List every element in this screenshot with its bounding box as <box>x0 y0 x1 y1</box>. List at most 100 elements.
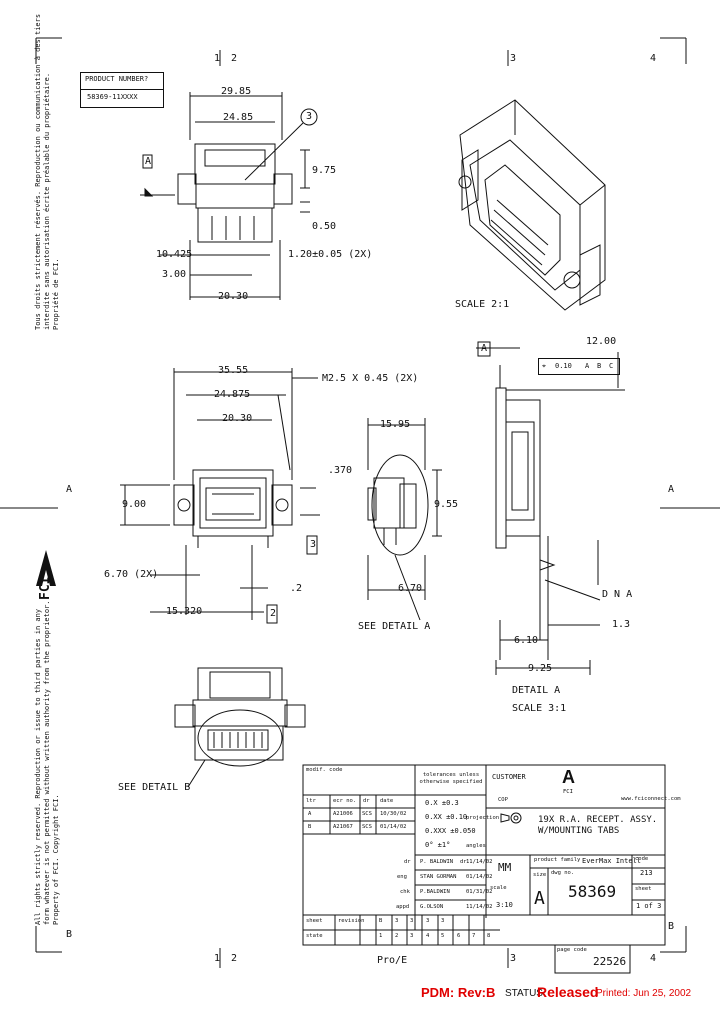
tb-state-8: 8 <box>487 933 491 939</box>
zone-top-2: 2 <box>231 53 238 64</box>
tb-code: 213 <box>640 869 653 877</box>
tb-state-7: 7 <box>472 933 476 939</box>
rev-row-b-dr: SCS <box>362 824 372 830</box>
signoff-role-dr-left: dr <box>404 859 411 865</box>
product-number-value: 58369-11XXXX <box>87 93 138 101</box>
dim-35-55: 35.55 <box>218 365 249 376</box>
fci-logo-icon <box>36 550 56 586</box>
tb-rev-row-1: B <box>379 918 383 924</box>
tb-sheet-label: sheet <box>635 886 652 892</box>
signoff-date-eng: 01/14/02 <box>466 874 493 880</box>
tb-customer-sub: COP <box>498 797 508 803</box>
zone-left-a: A <box>66 484 73 495</box>
status-value: Released <box>537 984 599 1000</box>
tb-sheet-row-label: sheet <box>306 918 323 924</box>
datum-a-top: A <box>145 156 152 167</box>
tb-product-family-label: product family <box>534 857 581 863</box>
tb-dwg-no: 58369 <box>568 882 617 901</box>
product-number-label: PRODUCT NUMBER? <box>85 75 149 83</box>
tb-hdr-ltr: ltr <box>306 798 316 804</box>
balloon-2: 2 <box>270 608 277 619</box>
dim-15-95: 15.95 <box>380 419 411 430</box>
tb-size: A <box>534 888 545 909</box>
dim-24-85: 24.85 <box>223 112 254 123</box>
dim-10-425: 10.425 <box>156 249 193 260</box>
tb-unit: MM <box>498 861 512 874</box>
signoff-name-chk: P.BALDWIN <box>420 889 450 895</box>
brand-logo-letter: A <box>562 767 575 787</box>
tb-product-family: EverMax Intell <box>582 857 642 865</box>
tol-2-place: 0.XX ±0.10 <box>425 813 468 821</box>
dim-9-55: 9.55 <box>434 499 459 510</box>
feature-control-frame: ⌖ 0.10 A B C <box>538 358 620 375</box>
tol-3-place: 0.XXX ±0.050 <box>425 827 476 835</box>
datum-a-detail: A <box>481 343 488 354</box>
rev-row-a-dr: SCS <box>362 811 372 817</box>
printed-date: Printed: Jun 25, 2002 <box>596 988 692 999</box>
dim-9-00: 9.00 <box>122 499 147 510</box>
zone-left-b: B <box>66 929 73 940</box>
dim-9-75: 9.75 <box>312 165 337 176</box>
tb-rev-row-2: 3 <box>395 918 399 924</box>
detail-a-title: DETAIL A <box>512 685 561 696</box>
tb-customer-label: CUSTOMER <box>492 773 526 781</box>
side-note-en-3: Property of FCI. Copyright FCI. <box>52 794 60 925</box>
fcf-datum-c: C <box>609 362 614 370</box>
signoff-role-appd: appd <box>396 904 410 910</box>
see-detail-a: SEE DETAIL A <box>358 621 431 632</box>
side-note-en-1: All rights strictly reserved. Reproducti… <box>34 608 42 925</box>
see-detail-b: SEE DETAIL B <box>118 782 191 793</box>
dim-3-00: 3.00 <box>162 269 187 280</box>
balloon-3-side: 3 <box>310 539 317 550</box>
brand-logo-name: FCI <box>563 789 573 795</box>
rev-row-b-ecr: A21067 <box>333 824 353 830</box>
tb-rev-row-label: revision <box>338 918 365 924</box>
dim-15-320: 15.320 <box>166 606 203 617</box>
pdm-revision: PDM: Rev:B <box>421 985 496 1000</box>
tb-scale-label: scale <box>490 885 507 891</box>
tb-page-code-label: page code <box>557 947 587 953</box>
proe-label: Pro/E <box>377 955 408 966</box>
drawing-title: 19X R.A. RECEPT. ASSY. W/MOUNTING TABS <box>538 815 658 837</box>
zone-bottom-2: 2 <box>231 953 238 964</box>
side-note-fr-1: Tous droits strictement réservés. Reprod… <box>34 13 42 330</box>
tb-state-5: 5 <box>441 933 445 939</box>
zone-bottom-1: 1 <box>214 953 221 964</box>
tb-hdr-ecr: ecr no. <box>333 798 357 804</box>
zone-bottom-3: 3 <box>510 953 517 964</box>
rev-row-a-date: 10/30/02 <box>380 811 407 817</box>
tol-1-place: 0.X ±0.3 <box>425 799 459 807</box>
tb-page-code: 22526 <box>593 955 627 968</box>
tb-angles-label: angles <box>466 843 486 849</box>
dim-9-25: 9.25 <box>528 663 553 674</box>
signoff-name-dr: P. BALDWIN <box>420 859 454 865</box>
dim-1-20: 1.20±0.05 (2X) <box>288 249 373 260</box>
thread-callout: M2.5 X 0.45 (2X) <box>322 373 419 384</box>
dim-0-2: .2 <box>290 583 303 594</box>
tb-projection-label: projection <box>466 815 500 821</box>
tb-rev-row-3: 3 <box>410 918 414 924</box>
detail-a-scale: SCALE 3:1 <box>512 703 567 714</box>
signoff-name-eng: STAN GORMAN <box>420 874 457 880</box>
fci-logo-text: FCI <box>38 576 53 600</box>
dim-0-50: 0.50 <box>312 221 337 232</box>
tb-modif-code-label: modif. code <box>306 767 343 773</box>
dim-20-30-front: 20.30 <box>222 413 253 424</box>
dim-6-70: 6.70 <box>398 583 423 594</box>
position-icon: ⌖ <box>542 362 546 370</box>
dim-0-370: .370 <box>328 465 353 476</box>
tb-state-3: 3 <box>410 933 414 939</box>
signoff-role-chk: chk <box>400 889 410 895</box>
product-number-box: PRODUCT NUMBER? 58369-11XXXX <box>80 72 164 108</box>
rev-row-b-ltr: B <box>308 824 312 830</box>
tb-code-label: code <box>635 856 649 862</box>
dim-dna: D N A <box>602 589 633 600</box>
iso-scale-label: SCALE 2:1 <box>455 299 510 310</box>
side-note-en-2: form whatever is not permitted without w… <box>43 600 51 925</box>
dim-6-10: 6.10 <box>514 635 539 646</box>
signoff-date-appd: 11/14/02 <box>466 904 493 910</box>
signoff-role-dr: dr <box>460 859 467 865</box>
signoff-name-appd: G.OLSON <box>420 904 444 910</box>
zone-top-1: 1 <box>214 53 221 64</box>
